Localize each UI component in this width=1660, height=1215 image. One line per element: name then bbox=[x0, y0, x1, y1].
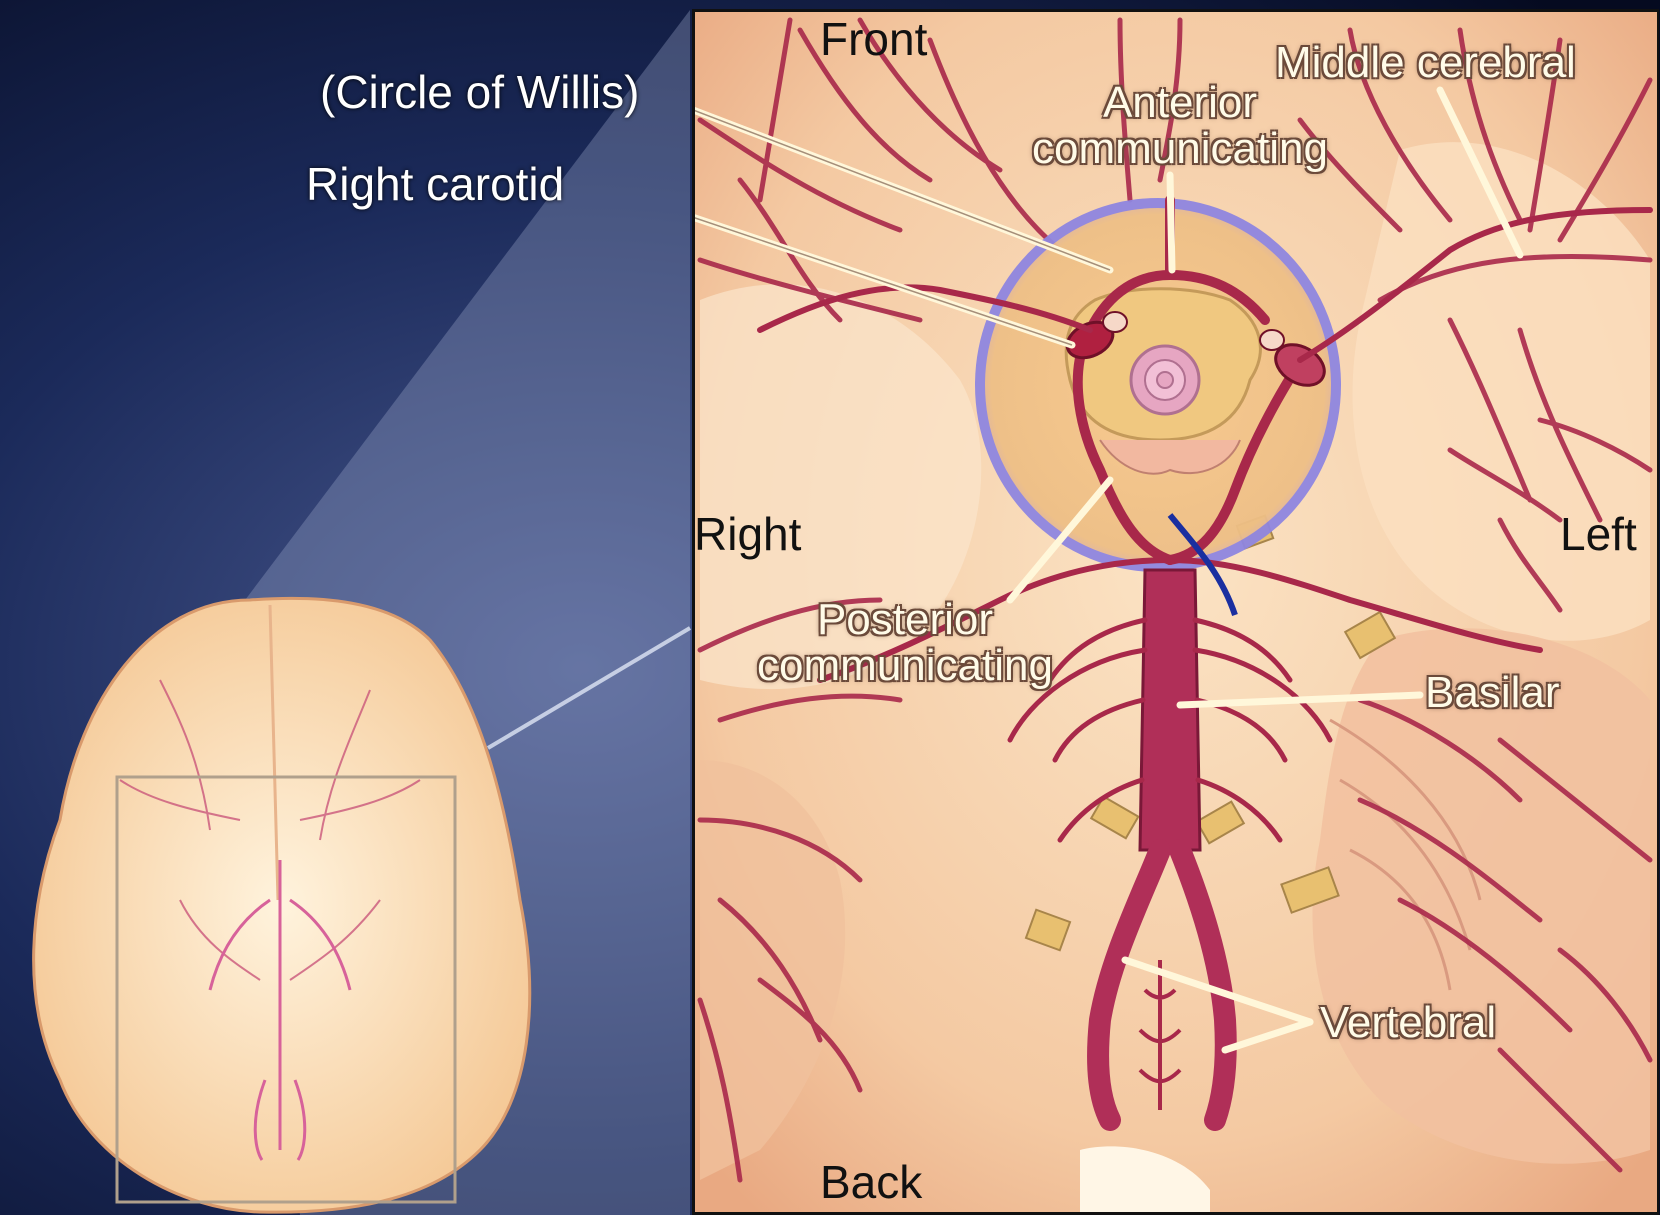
label-anterior-communicating: Anterior communicating bbox=[1020, 80, 1340, 172]
label-back: Back bbox=[820, 1158, 922, 1206]
label-circle-of-willis: (Circle of Willis) bbox=[320, 68, 639, 116]
label-vertebral: Vertebral bbox=[1320, 1000, 1496, 1046]
basilar-artery bbox=[1140, 570, 1200, 850]
label-right-carotid: Right carotid bbox=[306, 160, 564, 208]
label-left: Left bbox=[1560, 510, 1637, 558]
label-front: Front bbox=[820, 15, 927, 63]
label-basilar: Basilar bbox=[1425, 670, 1560, 716]
label-posterior-communicating: Posterior communicating bbox=[740, 597, 1070, 689]
leader-anterior-communicating bbox=[1170, 175, 1172, 270]
label-middle-cerebral: Middle cerebral bbox=[1275, 40, 1576, 86]
label-right: Right bbox=[694, 510, 801, 558]
whole-brain-view bbox=[34, 598, 530, 1212]
